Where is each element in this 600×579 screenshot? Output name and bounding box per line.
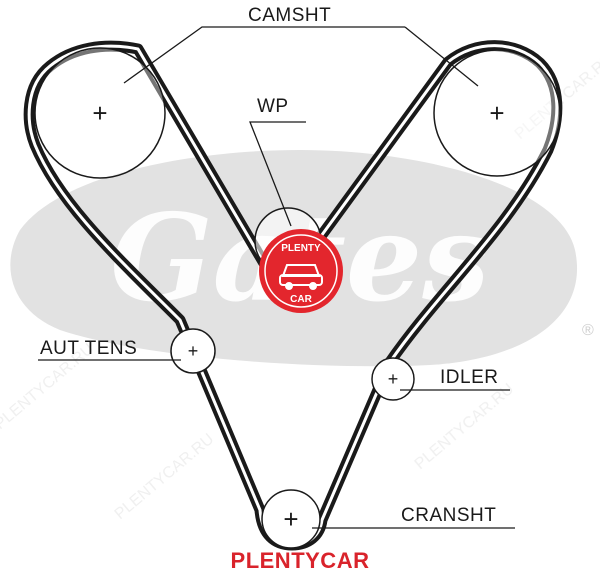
pulley-center-mark: + — [188, 341, 199, 361]
pulley-center-mark: + — [489, 98, 504, 128]
leader-water-pump — [249, 121, 306, 227]
label-crankshaft: CRANSHT — [401, 505, 496, 526]
watermark-text-2: PLENTYCAR.RU — [112, 431, 218, 523]
badge-text-bottom: CAR — [290, 294, 312, 305]
watermark-text-3: PLENTYCAR.RU — [412, 381, 518, 473]
label-auto-tensioner: AUT TENS — [40, 338, 137, 359]
pulley-center-mark: + — [388, 369, 399, 389]
pulley-idler: + — [371, 357, 415, 401]
label-water-pump: WP — [257, 96, 289, 117]
timing-belt — [23, 40, 563, 551]
plentycar-badge: PLENTY CAR — [259, 229, 343, 313]
plentycar-footer-brand: PLENTYCAR — [230, 548, 370, 573]
label-camshaft: CAMSHT — [248, 5, 331, 26]
pulley-auto-tensioner: + — [170, 328, 216, 374]
pulley-camshaft-right: + — [433, 49, 561, 177]
leader-lines — [38, 26, 515, 529]
belt-inner — [27, 44, 559, 547]
label-idler: IDLER — [440, 367, 498, 388]
badge-text-top: PLENTY — [281, 243, 321, 254]
leader-camshaft-left — [123, 26, 405, 84]
car-icon — [279, 264, 323, 290]
leader-camshaft-right — [404, 26, 479, 87]
pulley-camshaft-left: + — [34, 47, 166, 179]
registered-mark: ® — [582, 322, 594, 339]
pulley-center-mark: + — [92, 98, 107, 128]
badge-ring — [264, 234, 338, 308]
pulley-crankshaft: + — [261, 489, 321, 549]
pulley-center-mark: + — [283, 504, 298, 534]
badge-circle — [259, 229, 343, 313]
